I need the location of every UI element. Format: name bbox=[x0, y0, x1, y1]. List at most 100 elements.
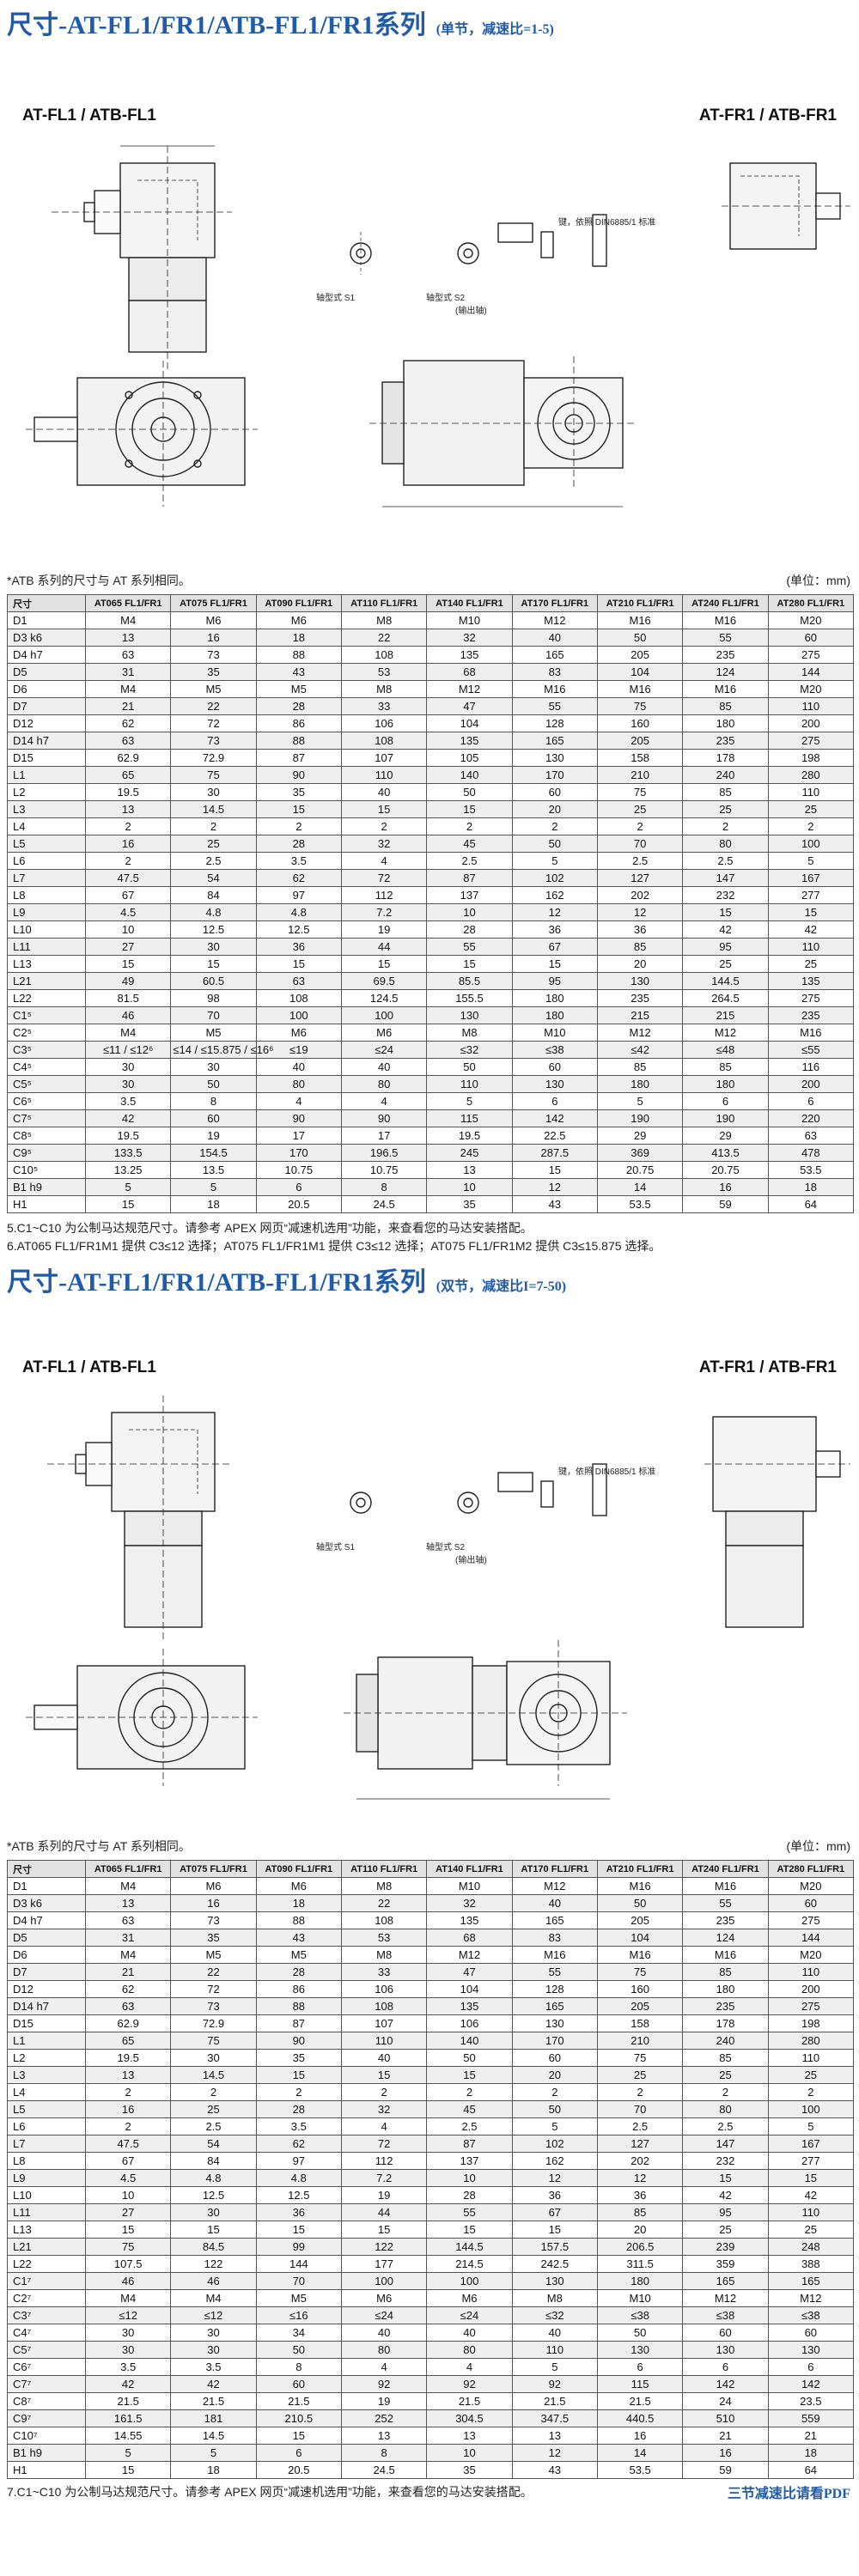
table-cell: 277 bbox=[767, 2152, 855, 2170]
table-cell: 5 bbox=[170, 2444, 257, 2462]
table-cell: 165 bbox=[511, 646, 598, 664]
table-cell: 21 bbox=[682, 2427, 769, 2445]
table-cell: 2 bbox=[511, 817, 598, 835]
table-cell: 72 bbox=[340, 2135, 428, 2153]
table-cell: M16 bbox=[596, 611, 684, 629]
table-cell: 130 bbox=[596, 972, 684, 990]
table-cell: M12 bbox=[682, 1024, 769, 1042]
table-cell: 60 bbox=[767, 2324, 855, 2342]
pdf-link[interactable]: 三节减速比请看PDF bbox=[727, 2487, 850, 2501]
table-cell: 70 bbox=[170, 1006, 257, 1024]
table-cell: 18 bbox=[170, 2461, 257, 2479]
table-cell: M8 bbox=[511, 2289, 598, 2307]
table-cell: 30 bbox=[170, 2341, 257, 2359]
row-label: L3 bbox=[7, 800, 86, 818]
table-cell: 80 bbox=[255, 1075, 342, 1093]
table-cell: 6 bbox=[767, 2358, 855, 2376]
table-cell: 75 bbox=[596, 697, 684, 715]
table-cell: 275 bbox=[767, 1911, 855, 1929]
row-label: C3⁵ bbox=[7, 1041, 86, 1059]
row-label: C7⁵ bbox=[7, 1109, 86, 1127]
table-cell: ≤32 bbox=[426, 1041, 513, 1059]
table-cell: 42 bbox=[682, 920, 769, 939]
table-cell: 196.5 bbox=[340, 1144, 428, 1162]
table-cell: 165 bbox=[511, 1911, 598, 1929]
table-cell: 210 bbox=[596, 766, 684, 784]
table-cell: 137 bbox=[426, 886, 513, 904]
table-cell: 165 bbox=[767, 2272, 855, 2290]
table-cell: 135 bbox=[426, 646, 513, 664]
table-cell: M16 bbox=[682, 1946, 769, 1964]
table-cell: 110 bbox=[767, 697, 855, 715]
table-cell: 21 bbox=[84, 1963, 172, 1981]
table-cell: 10 bbox=[426, 2444, 513, 2462]
table-cell: 59 bbox=[682, 1195, 769, 1213]
row-label: L6 bbox=[7, 852, 86, 870]
table-cell: 75 bbox=[170, 766, 257, 784]
table-cell: 85 bbox=[682, 1963, 769, 1981]
table-cell: 106 bbox=[340, 714, 428, 732]
table-cell: 24.5 bbox=[340, 1195, 428, 1213]
table-cell: 2 bbox=[426, 2083, 513, 2101]
table-cell: 280 bbox=[767, 766, 855, 784]
table-cell: M6 bbox=[255, 1877, 342, 1895]
model-label-right: AT-FR1 / ATB-FR1 bbox=[698, 106, 837, 125]
table-cell: 25 bbox=[170, 2100, 257, 2118]
table-cell: 100 bbox=[767, 2100, 855, 2118]
table-cell: 128 bbox=[511, 1980, 598, 1998]
table-cell: 16 bbox=[170, 629, 257, 647]
table-cell: 50 bbox=[511, 2100, 598, 2118]
table-cell: 102 bbox=[511, 2135, 598, 2153]
table-cell: 205 bbox=[596, 732, 684, 750]
table-cell: 2 bbox=[170, 2083, 257, 2101]
table-cell: 50 bbox=[426, 2049, 513, 2067]
gearbox-right-view bbox=[704, 1416, 850, 1628]
table-cell: 80 bbox=[340, 2341, 428, 2359]
table-cell: 13 bbox=[84, 2066, 172, 2084]
table-cell: 95 bbox=[511, 972, 598, 990]
table-cell: 157.5 bbox=[511, 2238, 598, 2256]
table-cell: 4.8 bbox=[170, 903, 257, 921]
table-cell: 10 bbox=[84, 920, 172, 939]
table-cell: 180 bbox=[682, 714, 769, 732]
row-label: D3 k6 bbox=[7, 629, 86, 647]
column-header-model: AT110 FL1/FR1 bbox=[340, 1860, 428, 1878]
table-cell: 347.5 bbox=[511, 2409, 598, 2427]
table-cell: 10.75 bbox=[340, 1161, 428, 1179]
table-cell: 107.5 bbox=[84, 2255, 172, 2273]
table-cell: 100 bbox=[767, 835, 855, 853]
table-cell: 162 bbox=[511, 2152, 598, 2170]
table-cell: 25 bbox=[767, 800, 855, 818]
table-cell: 235 bbox=[596, 989, 684, 1007]
table-cell: 15 bbox=[84, 2221, 172, 2239]
table-cell: 170 bbox=[511, 766, 598, 784]
table-cell: 110 bbox=[767, 2203, 855, 2221]
table-cell: 215 bbox=[682, 1006, 769, 1024]
table-cell: 40 bbox=[340, 1058, 428, 1076]
table-cell: 242.5 bbox=[511, 2255, 598, 2273]
row-label: L6 bbox=[7, 2117, 86, 2136]
row-label: C9⁵ bbox=[7, 1144, 86, 1162]
table-cell: 44 bbox=[340, 938, 428, 956]
table-cell: 40 bbox=[340, 783, 428, 801]
table-cell: 12 bbox=[511, 1178, 598, 1196]
table-cell: 2 bbox=[682, 817, 769, 835]
table-cell: 72.9 bbox=[170, 2014, 257, 2032]
table-cell: 104 bbox=[426, 1980, 513, 1998]
table-cell: 478 bbox=[767, 1144, 855, 1162]
table-cell: 97 bbox=[255, 2152, 342, 2170]
table-cell: 215 bbox=[596, 1006, 684, 1024]
table-cell: M16 bbox=[596, 1946, 684, 1964]
table-cell: 165 bbox=[682, 2272, 769, 2290]
